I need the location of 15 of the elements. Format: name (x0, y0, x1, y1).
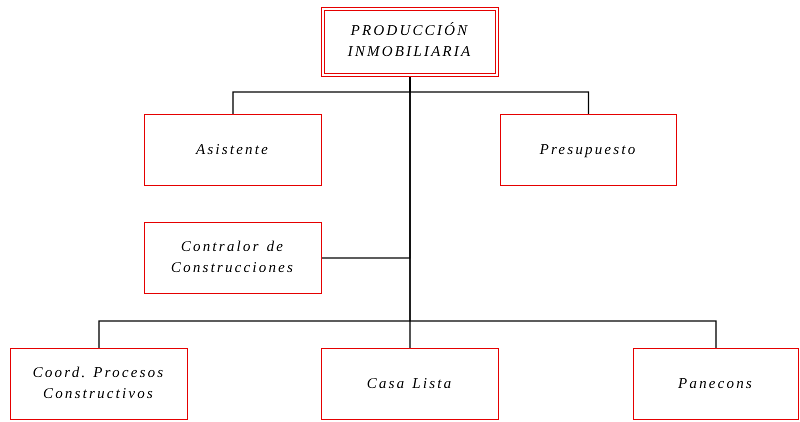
unit-box (321, 348, 499, 420)
unit-box (10, 348, 188, 420)
unit-name: Panecons (678, 374, 754, 394)
unit-name: Coord. Procesos Constructivos (32, 364, 166, 404)
connector-line (409, 77, 717, 348)
unit-name: PRODUCCIÓN INMOBILIARIA (346, 21, 474, 62)
unit-name: Asistente (196, 140, 270, 160)
unit-name: Casa Lista (366, 374, 454, 394)
unit-name: Presupuesto (540, 140, 638, 160)
head-box (321, 7, 499, 77)
unit-box (500, 114, 677, 186)
unit-box (144, 222, 322, 294)
unit-box (144, 114, 322, 186)
unit-box (633, 348, 799, 420)
unit-name: Contralor de Construcciones (170, 238, 296, 278)
